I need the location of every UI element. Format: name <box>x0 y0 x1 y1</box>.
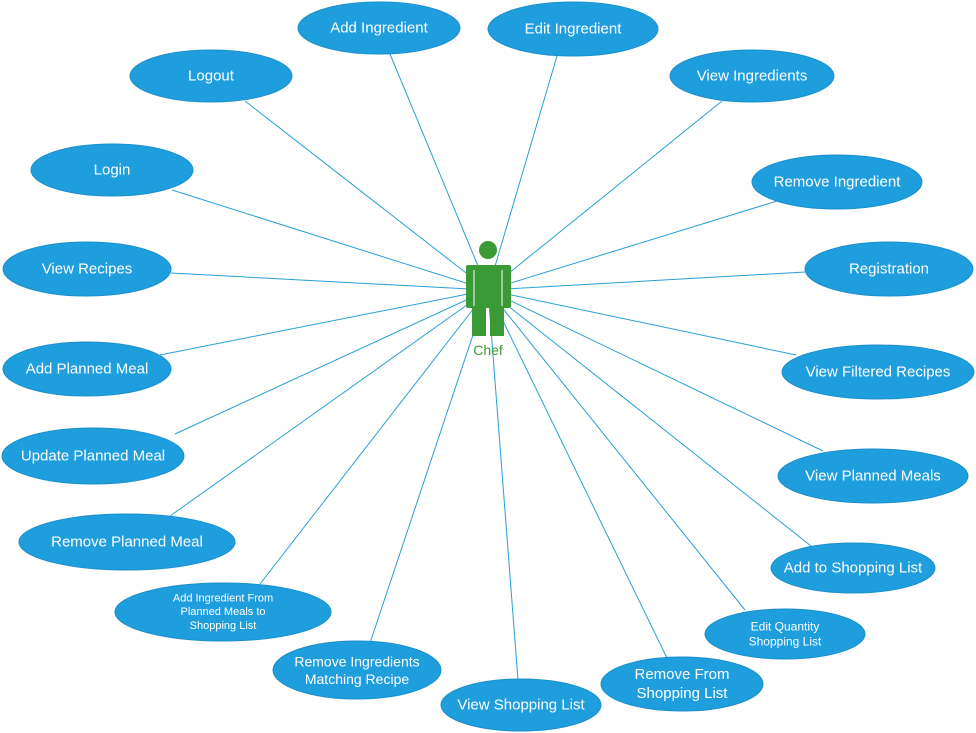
association-lines <box>159 53 824 681</box>
association-line-remove-planned-meal <box>169 289 489 517</box>
use-case-ellipse <box>770 542 936 594</box>
use-case-view-shopping-list[interactable]: View Shopping List <box>440 678 602 732</box>
actor-chef: Chef <box>466 241 511 358</box>
association-line-view-recipes <box>170 272 489 291</box>
use-case-label: Add Ingredient <box>330 20 428 37</box>
use-case-ellipse <box>272 640 442 700</box>
use-case-view-planned-meals[interactable]: View Planned Meals <box>777 448 969 504</box>
use-case-label: View Filtered Recipes <box>806 364 951 381</box>
use-case-ellipse <box>2 341 172 397</box>
use-case-login[interactable]: Login <box>30 143 194 197</box>
use-case-ellipse <box>297 1 461 55</box>
association-line-add-ingredient <box>389 53 489 291</box>
actor-body <box>466 265 511 308</box>
use-case-view-ingredients[interactable]: View Ingredients <box>669 49 835 103</box>
association-line-view-planned-meals <box>487 289 824 452</box>
use-case-label: Edit Ingredient <box>525 21 623 38</box>
use-case-ellipse <box>440 678 602 732</box>
association-line-remove-ingredient <box>487 200 778 291</box>
use-case-ellipse <box>487 1 659 57</box>
association-line-remove-ingredients-matching-recipe <box>369 289 489 644</box>
association-line-add-ingredient-from-planned-meals <box>259 289 489 585</box>
use-case-ellipse <box>804 241 974 297</box>
use-case-edit-ingredient[interactable]: Edit Ingredient <box>487 1 659 57</box>
association-line-login <box>171 189 489 291</box>
use-case-label: View Ingredients <box>697 68 808 85</box>
association-line-view-ingredients <box>487 100 723 291</box>
use-case-ellipse <box>751 154 923 210</box>
use-case-label: Remove Ingredients <box>294 653 419 669</box>
use-case-ellipse <box>669 49 835 103</box>
use-case-registration[interactable]: Registration <box>804 241 974 297</box>
use-case-ellipse <box>129 49 293 103</box>
actor-left-leg <box>472 306 486 336</box>
association-line-view-shopping-list <box>487 289 519 681</box>
association-line-view-filtered-recipes <box>487 289 797 356</box>
use-case-label: Add Planned Meal <box>26 361 149 378</box>
association-line-edit-ingredient <box>487 55 558 291</box>
actor-head <box>479 241 497 259</box>
use-case-ellipse <box>777 448 969 504</box>
use-case-ellipse <box>600 656 764 712</box>
use-case-ellipse <box>704 608 866 660</box>
actor-label: Chef <box>473 342 503 358</box>
use-case-label: Remove Planned Meal <box>51 534 203 551</box>
use-case-label: View Planned Meals <box>805 468 941 485</box>
association-line-registration <box>487 271 806 291</box>
use-case-view-filtered-recipes[interactable]: View Filtered Recipes <box>781 344 975 400</box>
use-case-ellipse <box>2 241 172 297</box>
use-case-add-planned-meal[interactable]: Add Planned Meal <box>2 341 172 397</box>
use-case-ellipse <box>781 344 975 400</box>
use-case-view-recipes[interactable]: View Recipes <box>2 241 172 297</box>
use-case-label: Matching Recipe <box>305 671 409 687</box>
use-case-label: Planned Meals to <box>181 606 266 618</box>
use-case-label: Remove Ingredient <box>774 174 902 191</box>
use-case-add-to-shopping-list[interactable]: Add to Shopping List <box>770 542 936 594</box>
use-case-label: Update Planned Meal <box>21 448 165 465</box>
use-case-ellipse <box>114 582 332 642</box>
use-case-ellipse <box>1 427 185 485</box>
association-line-logout <box>244 100 489 291</box>
use-case-label: Logout <box>188 68 235 85</box>
use-case-label: Shopping List <box>637 685 729 702</box>
use-case-label: Shopping List <box>749 635 822 649</box>
use-case-label: Remove From <box>634 666 729 683</box>
actor-right-leg <box>490 306 504 336</box>
use-case-label: Shopping List <box>190 620 257 632</box>
use-case-label: Edit Quantity <box>751 620 820 634</box>
association-line-update-planned-meal <box>174 289 489 435</box>
use-case-update-planned-meal[interactable]: Update Planned Meal <box>1 427 185 485</box>
use-case-label: View Recipes <box>42 261 133 278</box>
use-case-logout[interactable]: Logout <box>129 49 293 103</box>
use-case-remove-planned-meal[interactable]: Remove Planned Meal <box>18 513 236 571</box>
association-line-add-to-shopping-list <box>487 289 812 547</box>
use-case-label: Registration <box>849 261 929 278</box>
use-case-ellipse <box>18 513 236 571</box>
use-case-remove-ingredient[interactable]: Remove Ingredient <box>751 154 923 210</box>
use-case-label: Add Ingredient From <box>173 592 273 604</box>
use-case-label: View Shopping List <box>457 697 585 714</box>
association-line-remove-from-shopping-list <box>487 289 668 659</box>
association-line-edit-quantity-shopping-list <box>487 289 746 611</box>
use-case-label: Add to Shopping List <box>784 560 923 577</box>
use-case-label: Login <box>94 162 131 179</box>
use-case-ellipse <box>30 143 194 197</box>
use-case-add-ingredient[interactable]: Add Ingredient <box>297 1 461 55</box>
association-line-add-planned-meal <box>159 289 489 356</box>
